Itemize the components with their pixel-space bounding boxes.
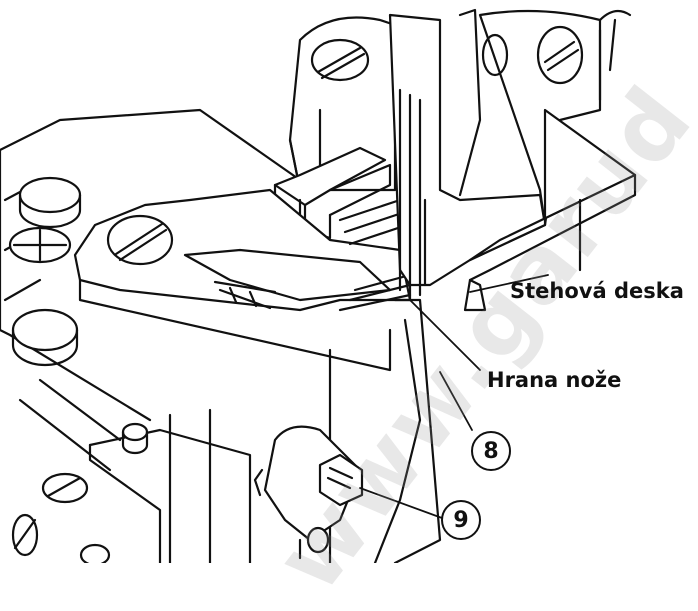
leader-lines — [359, 274, 549, 519]
label-knife-edge: Hrana nože — [487, 368, 622, 392]
presser-foot — [73, 188, 412, 372]
diagram-stage: www.garud Stehová deska Hrana nože 8 9 — [0, 8, 698, 611]
hex-nut-assembly — [253, 425, 364, 560]
bottom-screws — [11, 472, 111, 567]
screw-mid-left — [11, 308, 79, 367]
machine-line-drawing — [0, 8, 637, 567]
screw-top-left — [18, 176, 82, 229]
cross-screw — [8, 226, 72, 264]
leader-knife-edge — [409, 299, 481, 371]
right-bracket — [478, 9, 632, 227]
stitch-plate — [468, 108, 637, 282]
callout-8: 8 — [471, 431, 511, 471]
leader-stitch-plate — [469, 274, 549, 293]
leader-9 — [359, 487, 443, 519]
leader-8 — [439, 371, 473, 431]
upper-bracket — [288, 16, 397, 192]
label-stitch-plate: Stehová deska — [510, 279, 684, 303]
lower-block — [88, 408, 252, 565]
lower-arm — [328, 298, 442, 565]
callout-9: 9 — [441, 500, 481, 540]
base-plate — [0, 108, 302, 472]
